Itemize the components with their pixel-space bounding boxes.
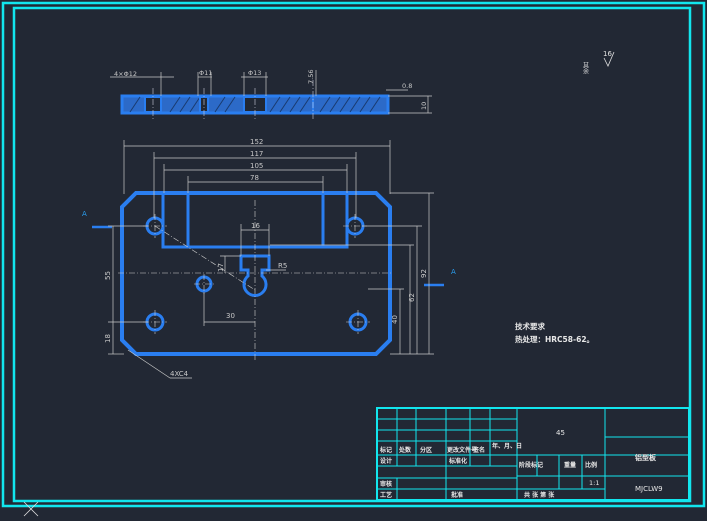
tb-sheets: 共 张 第 张 — [524, 491, 555, 499]
dim-hole-label: Φ11 — [199, 69, 212, 77]
title-block: 标记 处数 分区 更改文件号 签名 年、月、日 设计 标准化 审核 工艺 批准 … — [376, 407, 690, 501]
cursor-crosshair-icon — [23, 501, 39, 517]
dim-slot-label: 4×Φ12 — [114, 70, 137, 78]
dim-92: 92 — [420, 269, 428, 278]
dim-30: 30 — [226, 312, 235, 320]
tb-change-doc: 更改文件号 — [447, 446, 477, 454]
tb-date: 年、月、日 — [492, 442, 522, 450]
dim-thickness-label: 10 — [420, 102, 428, 110]
tb-scale: 1:1 — [589, 479, 599, 487]
tb-mark: 标记 — [379, 446, 392, 454]
tb-weight: 重量 — [564, 461, 576, 469]
dim-depth-label: 7.56 — [307, 70, 315, 84]
tb-review: 审核 — [380, 480, 392, 488]
dim-152: 152 — [250, 138, 263, 146]
tb-material: 45 — [556, 429, 565, 437]
tb-approve: 批准 — [451, 491, 463, 499]
section-label-left: A — [82, 210, 87, 218]
inner-frame — [12, 6, 692, 503]
tb-design: 设计 — [380, 457, 392, 465]
dim-117: 117 — [250, 150, 263, 158]
tech-req-line1: 热处理：HRC58-62。 — [515, 334, 594, 344]
plan-view: A A — [82, 138, 456, 379]
dim-chamfer-label: 0.8 — [402, 82, 412, 90]
tb-count: 处数 — [398, 446, 412, 454]
roughness-note: 其余 — [582, 61, 589, 75]
tb-zone: 分区 — [420, 446, 432, 454]
dim-18: 18 — [104, 334, 112, 343]
dim-chamfer-4xc4: 4XC4 — [170, 370, 189, 378]
section-label-right: A — [451, 268, 456, 276]
tb-drawing-no: MJCLW9 — [635, 485, 663, 493]
tb-standard: 标准化 — [448, 457, 467, 465]
tb-sign: 签名 — [472, 446, 485, 454]
dim-40: 40 — [391, 315, 399, 324]
tb-process: 工艺 — [380, 491, 392, 499]
dim-17: 17 — [217, 263, 225, 272]
dim-62: 62 — [408, 293, 416, 302]
tb-stage-mark: 阶段标记 — [519, 461, 543, 469]
top-view: 4×Φ12 Φ11 Φ13 7.56 0.8 10 — [110, 69, 432, 120]
technical-requirements: 技术要求 热处理：HRC58-62。 — [515, 321, 594, 344]
tb-part-name: 铝型板 — [635, 453, 657, 462]
dim-16: 16 — [251, 222, 260, 230]
dim-step-label: Φ13 — [248, 69, 261, 77]
outer-frame — [1, 1, 706, 508]
dim-r5: R5 — [278, 262, 287, 270]
tech-req-title: 技术要求 — [515, 321, 545, 331]
roughness-symbol: 16 其余 — [582, 50, 615, 75]
dim-78: 78 — [250, 174, 259, 182]
dim-105: 105 — [250, 162, 263, 170]
roughness-value: 16 — [603, 50, 612, 58]
dim-55: 55 — [104, 271, 112, 280]
tb-ratio: 比例 — [585, 461, 597, 469]
